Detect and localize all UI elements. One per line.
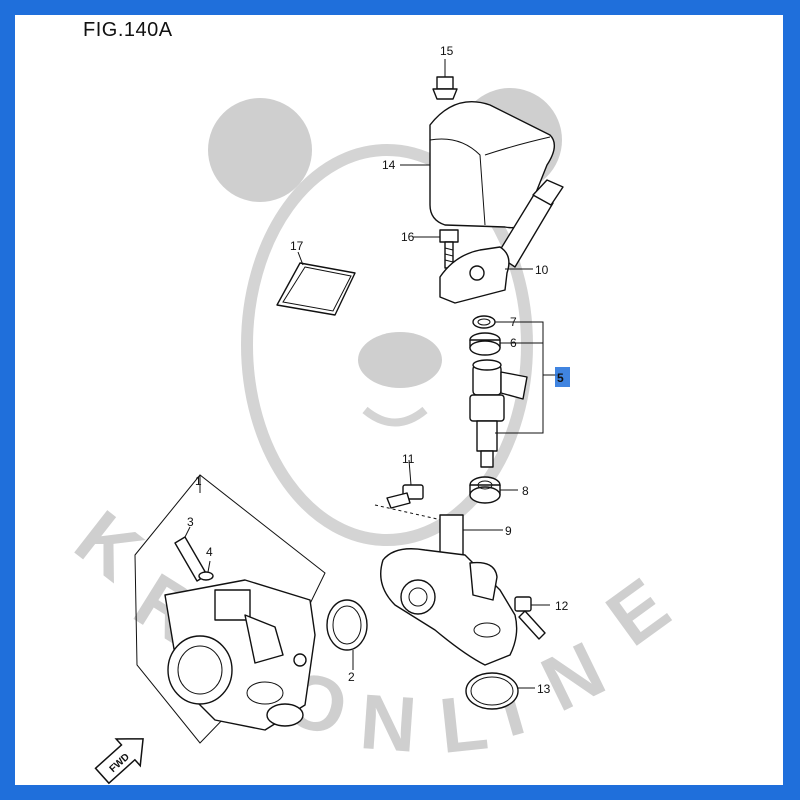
callout-8: 8 [522, 484, 529, 498]
callout-4: 4 [206, 545, 213, 559]
part-5-injector [469, 359, 528, 468]
part-6-seal [469, 332, 507, 356]
diagram-frame: FIG.140A K R P O N L I N E [15, 15, 783, 785]
callout-7: 7 [510, 315, 517, 329]
callout-12: 12 [555, 599, 569, 613]
callout-10: 10 [535, 263, 549, 277]
part-1-throttle-body [134, 474, 326, 744]
wm-letter-e: E [591, 561, 685, 663]
part-16-bolt [413, 229, 459, 269]
callout-3: 3 [187, 515, 194, 529]
part-12-bolt [514, 596, 550, 640]
part-7-o-ring [472, 315, 507, 329]
part-11-bolt [374, 459, 456, 524]
callout-5-highlight [555, 367, 570, 387]
callout-5: 5 [557, 371, 564, 385]
callout-17: 17 [290, 239, 304, 253]
callout-6: 6 [510, 336, 517, 350]
parts-diagram: K R P O N L I N E [60, 44, 685, 785]
callout-2: 2 [348, 670, 355, 684]
part-4-washer [198, 560, 214, 581]
part-17-pad [276, 251, 356, 316]
callout-15: 15 [440, 44, 454, 58]
part-15-clip [432, 59, 458, 100]
group-bracket [495, 321, 544, 434]
callout-14: 14 [382, 158, 396, 172]
part-9-intake-pipe [380, 514, 518, 666]
callout-1: 1 [195, 474, 202, 488]
part-13-o-ring [465, 672, 535, 710]
part-2-gasket [326, 599, 368, 670]
callout-13: 13 [537, 682, 551, 696]
callout-16: 16 [401, 230, 415, 244]
callout-9: 9 [505, 524, 512, 538]
callout-11: 11 [402, 452, 415, 466]
wm-letter-n2: N [528, 624, 617, 728]
figure-title: FIG.140A [83, 19, 173, 41]
part-8-seal [469, 476, 518, 504]
fwd-arrow-icon: FWD [94, 738, 144, 785]
wm-letter-n: N [357, 677, 419, 769]
part-10-fuel-pipe [439, 179, 564, 304]
